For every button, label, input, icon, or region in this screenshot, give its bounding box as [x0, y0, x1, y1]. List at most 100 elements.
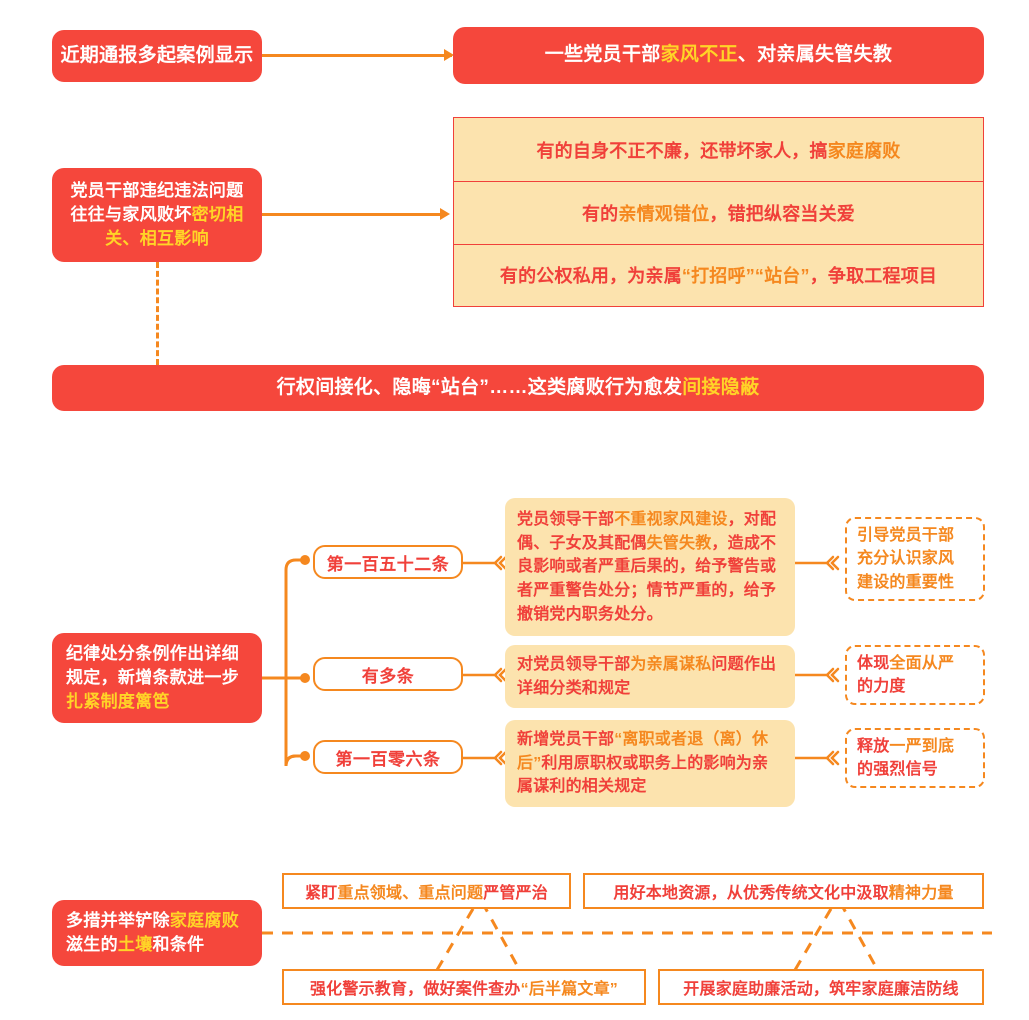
section2-source-line2: 往往与家风败坏密切相: [70, 203, 243, 227]
c1-l0-pre: 对党员领导干部: [517, 656, 631, 673]
m2-pre: 强化警示教育，做好案件查办: [309, 981, 521, 998]
section2-source-line1: 党员干部违纪违法问题: [70, 180, 244, 200]
section3-content-box-0: 党员领导干部不重视家风建设，对配偶、子女及其配偶失管失教，造成不良影响或者严重后…: [505, 498, 795, 637]
section4-measure-box-3: 开展家庭助廉活动，筑牢家庭廉洁防线: [658, 969, 984, 1005]
section2-detail-table: 有的自身不正不廉，还带坏家人，搞家庭腐败 有的亲情观错位，错把纵容当关爱 有的公…: [453, 117, 984, 307]
o2-post: 的强烈信号: [857, 761, 939, 778]
c1-l0-post: 问题作: [711, 656, 761, 673]
measure-text: 紧盯重点领域、重点问题严管严治: [305, 879, 548, 903]
s4-l1-pre: 多措并举铲除: [66, 910, 170, 930]
section3-chevron-connector-out-1: [795, 667, 840, 683]
m0-hl: 重点领域、重点问题: [337, 885, 484, 902]
content-text: 新增党员干部“离职或者退（离）休后”利用原职权或职务上的影响为亲属谋利的相关规定: [517, 728, 783, 799]
section1-connector-line: [262, 54, 452, 57]
section3-chevron-connector-0: [463, 555, 508, 571]
section3-branch-label-0[interactable]: 第一百五十二条: [313, 545, 463, 579]
section1-source-label: 近期通报多起案例显示: [60, 44, 254, 66]
m1-hl: 精神力量: [888, 885, 954, 902]
section4-source-line2: 滋生的土壤和条件: [66, 933, 204, 957]
outcome-text: 体现全面从严 的力度: [857, 652, 954, 698]
section3-chevron-connector-1: [463, 667, 508, 683]
c0-l0-pre: 党员领导干部: [517, 511, 615, 528]
table-cell-text: 有的亲情观错位，错把纵容当关爱: [582, 200, 855, 226]
table-row: 有的自身不正不廉，还带坏家人，搞家庭腐败: [454, 118, 983, 181]
c0-l1-hl: 失管失教: [646, 534, 712, 552]
table-row: 有的公权私用，为亲属“打招呼”“站台”，争取工程项目: [454, 244, 983, 305]
branch-label-text: 第一百零六条: [335, 749, 441, 769]
section2-connector-arrow: [440, 208, 450, 220]
row2-highlight: “打招呼”“站台”: [681, 266, 810, 286]
section2-source-line3: 关、相互影响: [105, 229, 209, 249]
content-text: 党员领导干部不重视家风建设，对配偶、子女及其配偶失管失教，造成不良影响或者严重后…: [517, 508, 783, 626]
section2-vertical-dashed-connector: [156, 262, 159, 365]
section1-banner-post: 、对亲属失管失教: [737, 44, 893, 66]
row1-pre: 有的: [581, 204, 619, 224]
section4-measure-box-2: 强化警示教育，做好案件查办“后半篇文章”: [282, 969, 646, 1005]
section3-outcome-box-1: 体现全面从严 的力度: [845, 645, 985, 705]
c2-l2-pre: 为亲属谋利的相关规定: [517, 754, 769, 796]
row2-pre: 有的公权私用，为亲属: [499, 266, 682, 286]
measure-text: 强化警示教育，做好案件查办“后半篇文章”: [310, 975, 618, 999]
section1-banner-text: 一些党员干部家风不正、对亲属失管失教: [545, 42, 892, 69]
section2-banner-box: 行权间接化、隐晦“站台”……这类腐败行为愈发间接隐蔽: [52, 365, 984, 411]
c2-l0-hl: “离职或者退（离）: [614, 731, 753, 748]
row1-post: ，错把纵容当关爱: [709, 204, 855, 224]
s4-l1-hl: 家庭腐败: [169, 910, 240, 930]
m0-post: 严管严治: [483, 885, 549, 902]
section2-banner-highlight: 间接隐蔽: [682, 376, 760, 398]
table-cell-text: 有的公权私用，为亲属“打招呼”“站台”，争取工程项目: [500, 262, 937, 288]
s4-l2-pre: 滋生的: [66, 935, 118, 954]
section4-source-line1: 多措并举铲除家庭腐败: [66, 909, 239, 933]
section3-chevron-connector-out-0: [795, 555, 840, 571]
o1-pre: 体现: [857, 654, 890, 672]
c1-l1-pre: 出详细分类和规定: [517, 656, 777, 697]
section4-source-box: 多措并举铲除家庭腐败 滋生的土壤和条件: [52, 900, 262, 966]
row0-pre: 有的自身不正不廉，还带坏家人，搞: [536, 140, 828, 161]
s4-l2-post: 和条件: [152, 935, 205, 954]
section3-bracket-connector: [262, 555, 310, 767]
table-row: 有的亲情观错位，错把纵容当关爱: [454, 181, 983, 244]
section3-chevron-connector-2: [463, 750, 508, 766]
c0-l2-pre: 成不良影响或者严重后果的，给予: [517, 534, 777, 576]
branch-label-text: 第一百五十二条: [326, 554, 450, 574]
c2-l1-hl: 休后”: [517, 731, 769, 772]
section3-source-line1: 纪律处分条例作出详细: [66, 643, 239, 663]
section3-outcome-box-2: 释放一严到底 的强烈信号: [845, 728, 985, 788]
section2-source-box: 党员干部违纪违法问题 往往与家风败坏密切相 关、相互影响: [52, 168, 262, 262]
section2-banner-pre: 行权间接化、隐晦“站台”……这类腐败行为愈发: [276, 376, 683, 398]
m1-pre: 用好本地资源，从优秀传统文化中汲取: [613, 885, 889, 902]
section3-chevron-connector-out-2: [795, 750, 840, 766]
row1-highlight: 亲情观错位: [618, 204, 710, 224]
section2-banner-text: 行权间接化、隐晦“站台”……这类腐败行为愈发间接隐蔽: [277, 375, 760, 402]
section3-branch-label-2[interactable]: 第一百零六条: [313, 740, 463, 774]
m2-hl: “后半篇文章”: [520, 981, 618, 998]
section4-measure-box-0: 紧盯重点领域、重点问题严管严治: [282, 873, 571, 909]
section3-content-box-1: 对党员领导干部为亲属谋私问题作出详细分类和规定: [505, 645, 795, 709]
o1-post: 的力度: [857, 678, 906, 695]
measure-text: 开展家庭助廉活动，筑牢家庭廉洁防线: [683, 975, 958, 999]
section1-connector-arrow: [444, 49, 454, 61]
section4-fishbone-connector: [262, 901, 992, 979]
c0-l1-pre: 配偶、子女及其配偶: [517, 511, 777, 552]
branch-label-text: 有多条: [361, 666, 415, 686]
o2-hl: 一严到底: [889, 737, 955, 755]
s4-l2-hl: 土壤: [117, 935, 153, 954]
m3-pre: 开展家庭助廉活动，筑牢家庭廉洁防线: [683, 981, 959, 998]
section3-source-box: 纪律处分条例作出详细 规定，新增条款进一步 扎紧制度篱笆: [52, 633, 262, 723]
table-cell-text: 有的自身不正不廉，还带坏家人，搞家庭腐败: [536, 137, 900, 163]
section3-source-line2: 规定，新增条款进一步: [66, 667, 239, 687]
section3-outcome-box-0: 引导党员干部 充分认识家风 建设的重要性: [845, 517, 985, 601]
measure-text: 用好本地资源，从优秀传统文化中汲取精神力量: [613, 879, 953, 903]
c2-l0-pre: 新增党员干部: [517, 731, 615, 748]
section1-banner-box: 一些党员干部家风不正、对亲属失管失教: [453, 27, 984, 84]
section3-content-box-2: 新增党员干部“离职或者退（离）休后”利用原职权或职务上的影响为亲属谋利的相关规定: [505, 720, 795, 808]
section3-branch-label-1[interactable]: 有多条: [313, 657, 463, 691]
c0-l1-post: ，造: [711, 534, 744, 552]
c0-l4-pre: 的，给予撤销党内职务处分。: [517, 582, 777, 623]
section1-banner-pre: 一些党员干部: [544, 44, 661, 66]
section3-source-line3: 扎紧制度篱笆: [66, 692, 170, 712]
section4-measure-box-1: 用好本地资源，从优秀传统文化中汲取精神力量: [583, 873, 984, 909]
row2-post: ，争取工程项目: [809, 266, 938, 286]
o2-pre: 释放: [857, 737, 890, 755]
